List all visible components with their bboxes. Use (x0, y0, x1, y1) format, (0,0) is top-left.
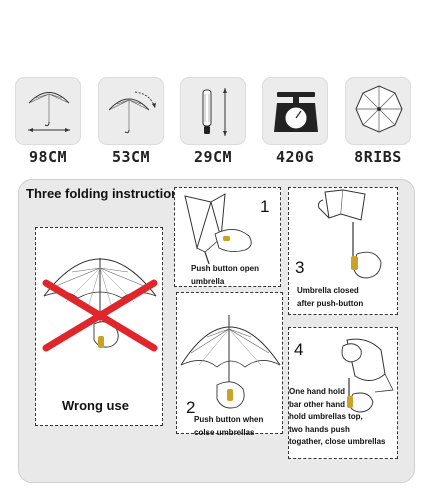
umbrella-radius-icon (108, 91, 156, 134)
umbrella-ribs-icon (355, 85, 403, 133)
wrong-use-panel (35, 227, 163, 426)
step-3-caption: Umbrella closed after push-button (297, 285, 363, 310)
instruction-title: Three folding instruction (26, 186, 180, 201)
spec-box-width (15, 77, 81, 145)
step-4-caption-line: bar other hand (289, 399, 346, 409)
step-4-caption-line: hold umbrellas top, (289, 412, 363, 421)
spec-label-radius: 53CM (111, 148, 151, 166)
step-3-caption-line: after push-button (297, 298, 364, 308)
step-3-number: 3 (295, 258, 305, 277)
spec-label-weight: 420G (275, 148, 315, 166)
step-2-caption: Push button when colse umbrellas (194, 414, 263, 439)
step-4-illustration (341, 338, 394, 413)
step-4-number: 4 (294, 340, 304, 359)
wrong-use-illustration (42, 258, 158, 352)
step-4-caption: One hand hold bar other hand hold umbrel… (289, 386, 385, 449)
step-2-caption-line: colse umbrellas (194, 427, 255, 437)
step-2-number: 2 (186, 398, 196, 417)
step-1-caption: Push button open umbrella (191, 263, 259, 288)
step-1-number: 1 (260, 197, 270, 216)
step-3-caption-line: Umbrella closed (297, 286, 359, 295)
step-2-illustration (180, 315, 281, 409)
wrong-use-label: Wrong use (62, 398, 129, 413)
folded-umbrella-length-icon (202, 88, 227, 136)
wrong-cross-line-2 (42, 279, 158, 352)
scale-weight-icon (274, 92, 318, 132)
spec-box-ribs (345, 77, 411, 145)
step-2-caption-line: Push button when (194, 415, 264, 424)
step-1-illustration (184, 193, 252, 265)
step-4-caption-line: One hand hold (289, 387, 345, 396)
spec-box-radius (98, 77, 164, 145)
spec-label-ribs: 8RIBS (354, 148, 402, 166)
step-1-caption-line: umbrella (191, 276, 225, 286)
spec-box-length (180, 77, 246, 145)
step-3-panel (288, 187, 398, 315)
step-4-caption-line: two hands push (289, 424, 350, 434)
step-3-illustration (318, 189, 382, 279)
spec-label-width: 98CM (28, 148, 68, 166)
spec-box-weight (262, 77, 328, 145)
spec-label-length: 29CM (193, 148, 233, 166)
step-2-panel (176, 292, 283, 434)
open-umbrella-width-icon (28, 92, 70, 132)
step-1-caption-line: Push button open (191, 264, 259, 273)
step-1-panel (174, 187, 281, 287)
step-4-caption-line: togather, close umbrellas (289, 437, 386, 446)
step-4-panel (288, 327, 398, 459)
